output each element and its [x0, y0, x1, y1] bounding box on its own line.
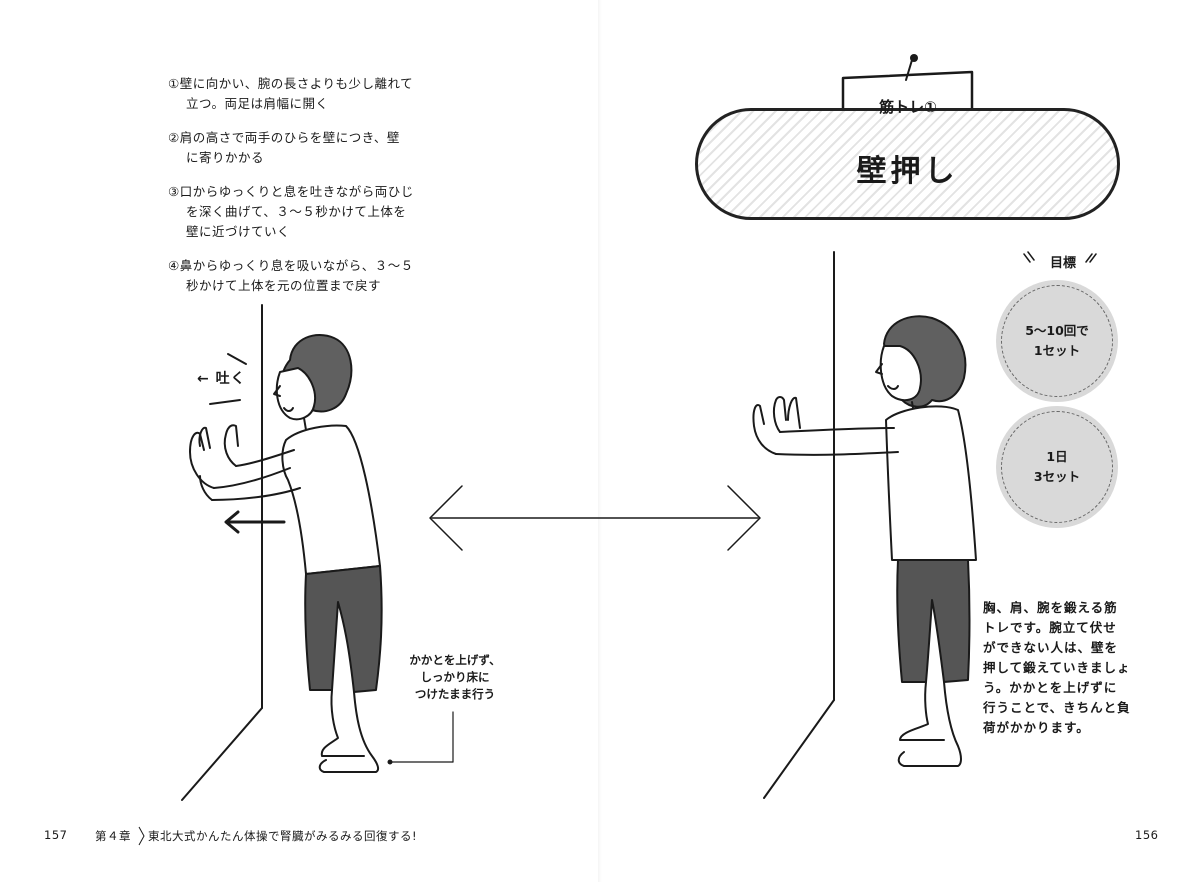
exercise-description: 胸、肩、腕を鍛える筋 トレです。腕立て伏せ ができない人は、壁を 押して鍛えてい…: [983, 600, 1131, 735]
note-pointer: [391, 711, 454, 763]
goal-circle-sets: [996, 406, 1118, 528]
step-2: ②肩の高さで両手のひらを壁につき、壁 に寄りかかる: [168, 130, 400, 165]
breath-marks: [209, 353, 247, 405]
page-number-left: 157: [44, 828, 68, 842]
page-gutter: [598, 0, 602, 882]
push-arrow: [224, 510, 286, 534]
right-wall-illustration: [763, 251, 835, 799]
exercise-title: 壁押し: [856, 154, 959, 189]
step-1: ①壁に向かい、腕の長さよりも少し離れて 立つ。両足は肩幅に開く: [168, 76, 414, 111]
step-4: ④鼻からゆっくり息を吸いながら、３～５ 秒かけて上体を元の位置まで戻す: [168, 258, 414, 293]
right-person-illustration: [752, 315, 977, 767]
double-arrow: [429, 485, 761, 551]
exercise-tag: 筋トレ①: [879, 98, 937, 116]
step-3: ③口からゆっくりと息を吐きながら両ひじ を深く曲げて、３～５秒かけて上体を 壁に…: [168, 184, 414, 239]
steps-list: ①壁に向かい、腕の長さよりも少し離れて 立つ。両足は肩幅に開く ②肩の高さで両手…: [168, 74, 428, 310]
left-wall-illustration: [181, 304, 263, 801]
goal-reps-text: 5〜10回で 1セット: [1025, 323, 1089, 358]
chapter-separator-icon: [138, 826, 145, 846]
exhale-label: ← 吐く: [197, 371, 246, 387]
chapter-label: 第４章: [95, 829, 131, 843]
left-person-illustration: [189, 334, 383, 773]
heel-note: かかとを上げず、 しっかり床に つけたまま行う: [409, 653, 501, 701]
goal-label: 目標: [1049, 256, 1076, 271]
chapter-title: 東北大式かんたん体操で腎臓がみるみる回復する!: [148, 829, 418, 843]
goal-circle-reps: [996, 280, 1118, 402]
page-number-right: 156: [1135, 828, 1159, 842]
title-pill: [695, 108, 1120, 220]
goal-sets-text: 1日 3セット: [1033, 449, 1081, 484]
goal-ticks: [1023, 251, 1097, 263]
